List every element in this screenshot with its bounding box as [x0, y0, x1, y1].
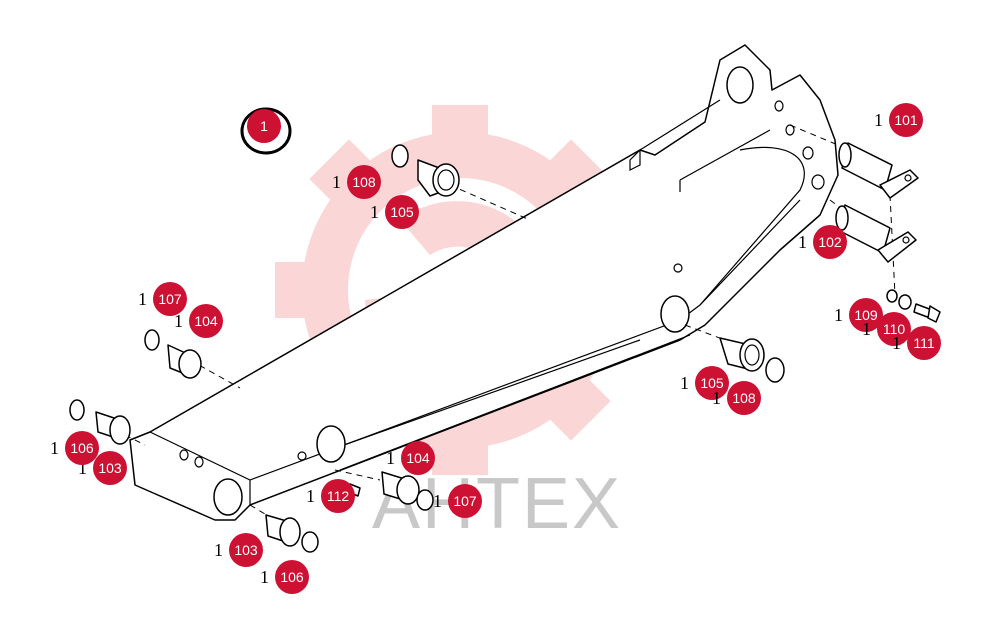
callout-number: 106	[280, 569, 304, 585]
callout-badge	[385, 195, 419, 229]
callout-badge	[347, 165, 381, 199]
callout-prefix: 1	[433, 491, 442, 511]
callout-prefix: 1	[834, 305, 843, 325]
ring-107-left	[144, 329, 160, 351]
callout-prefix: 1	[370, 202, 379, 222]
callout-prefix: 1	[50, 438, 59, 458]
callout-prefix: 1	[798, 232, 807, 252]
bushing-103-left	[95, 411, 131, 445]
callout-prefix: 1	[214, 540, 223, 560]
callout-c102[interactable]: 1 102	[798, 225, 847, 259]
ring-108-right	[765, 357, 785, 383]
callout-badge	[229, 533, 263, 567]
callout-number: 111	[913, 335, 934, 351]
callout-c109[interactable]: 1 109	[834, 298, 883, 332]
callout-badge	[448, 484, 482, 518]
callout-number: 105	[390, 204, 414, 220]
callout-badge	[93, 451, 127, 485]
callout-c108a[interactable]: 1 108	[332, 165, 381, 199]
callout-number: 102	[818, 234, 842, 250]
callout-number: 106	[70, 440, 94, 456]
callout-prefix: 1	[332, 172, 341, 192]
boom-arm	[129, 44, 839, 521]
callout-number: 104	[194, 313, 218, 329]
callout-number: 105	[700, 375, 724, 391]
ring-106-left	[69, 399, 85, 421]
ring-108-top	[391, 144, 409, 168]
callout-c105a[interactable]: 1 105	[370, 195, 419, 229]
main-assembly-label[interactable]: 1	[240, 107, 292, 155]
callout-c103b[interactable]: 1 103	[214, 533, 263, 567]
callout-number: 108	[352, 174, 376, 190]
callout-prefix: 1	[680, 373, 689, 393]
callout-badge	[275, 560, 309, 594]
callout-prefix: 1	[386, 448, 395, 468]
callout-number: 104	[406, 450, 430, 466]
svg-text:1: 1	[260, 118, 268, 134]
callout-c105b[interactable]: 1 105	[680, 366, 729, 400]
callout-prefix: 1	[138, 289, 147, 309]
callout-prefix: 1	[78, 458, 87, 478]
callout-badge	[321, 479, 355, 513]
bushing-105-right	[719, 337, 765, 372]
callout-badge	[877, 312, 911, 346]
callout-prefix: 1	[260, 567, 269, 587]
callout-number: 103	[98, 460, 122, 476]
callout-number: 107	[158, 291, 182, 307]
callout-badge	[153, 282, 187, 316]
callout-prefix: 1	[874, 110, 883, 130]
callout-prefix: 1	[306, 486, 315, 506]
callout-number: 103	[234, 542, 258, 558]
callout-c101[interactable]: 1 101	[874, 103, 923, 137]
ring-107-bottom	[416, 489, 434, 511]
callout-badge	[65, 431, 99, 465]
callout-c107a[interactable]: 1 107	[138, 282, 187, 316]
callout-c108b[interactable]: 1 108	[712, 381, 761, 415]
callout-badge	[189, 304, 223, 338]
callout-number: 110	[883, 321, 906, 337]
callout-badge	[907, 326, 941, 360]
ring-106-bottom	[301, 531, 319, 553]
callout-c112[interactable]: 1 112	[306, 479, 355, 513]
bushing-103-bottom	[265, 514, 301, 547]
callout-badge	[849, 298, 883, 332]
callout-c106a[interactable]: 1 106	[50, 431, 99, 465]
callout-badge	[727, 381, 761, 415]
callout-prefix: 1	[862, 319, 871, 339]
callout-number: 108	[732, 390, 756, 406]
bushing-104-left	[167, 344, 202, 379]
callout-badge	[401, 441, 435, 475]
bushing-104-bottom	[381, 471, 420, 505]
callout-badge	[813, 225, 847, 259]
callout-badge	[695, 366, 729, 400]
callout-badge	[889, 103, 923, 137]
callout-number: 112	[327, 488, 350, 504]
callout-c104b[interactable]: 1 104	[386, 441, 435, 475]
callout-c103a[interactable]: 1 103	[78, 451, 127, 485]
callout-c104a[interactable]: 1 104	[174, 304, 223, 338]
callout-c107b[interactable]: 1 107	[433, 484, 482, 518]
pin-101	[838, 142, 919, 199]
callout-prefix: 1	[712, 388, 721, 408]
callout-prefix: 1	[174, 311, 183, 331]
pin-102	[835, 204, 917, 263]
callout-number: 101	[894, 112, 918, 128]
callout-c110[interactable]: 1 110	[862, 312, 911, 346]
bolt-111	[913, 303, 941, 323]
callout-prefix: 1	[892, 333, 901, 353]
bushing-105-top	[417, 159, 460, 197]
washer-109	[886, 289, 898, 303]
callout-c106b[interactable]: 1 106	[260, 560, 309, 594]
nut-110	[898, 294, 912, 310]
callout-number: 109	[854, 307, 878, 323]
callout-number: 107	[453, 493, 477, 509]
